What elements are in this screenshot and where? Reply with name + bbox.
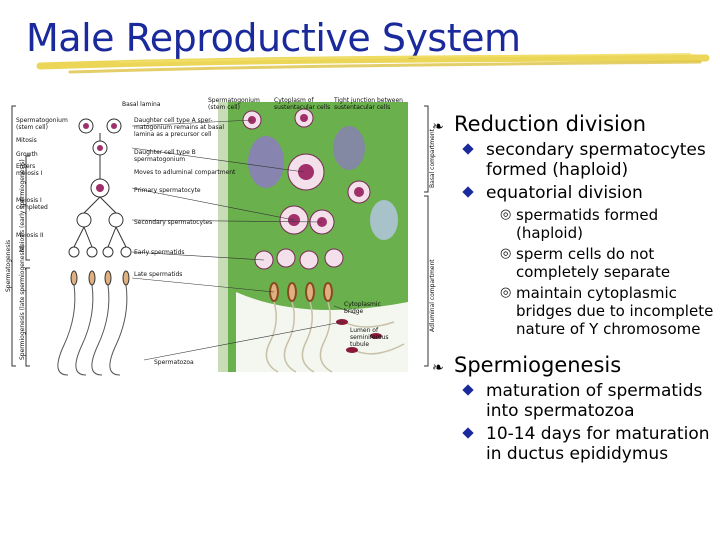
diamond-bullet-icon bbox=[462, 143, 473, 154]
svg-text:tubule: tubule bbox=[350, 341, 369, 348]
bullet-text: Reduction division bbox=[454, 112, 646, 136]
svg-text:(stem cell): (stem cell) bbox=[16, 124, 48, 131]
bullet-text: Spermiogenesis bbox=[454, 353, 621, 377]
sub-bullet: equatorial division bbox=[430, 183, 720, 203]
svg-text:Primary spermatocyte: Primary spermatocyte bbox=[134, 187, 201, 194]
sub-bullet-text: equatorial division bbox=[486, 183, 643, 203]
sub-bullet-text: 10-14 days for maturation in ductus epid… bbox=[486, 424, 710, 464]
svg-text:Cytoplasm of: Cytoplasm of bbox=[274, 97, 314, 104]
sub-sub-bullet: ◎ spermatids formed (haploid) bbox=[430, 206, 720, 242]
svg-text:Spermatogenesis: Spermatogenesis bbox=[5, 240, 12, 292]
svg-text:sustentacular cells: sustentacular cells bbox=[334, 104, 390, 111]
svg-text:sustentacular cells: sustentacular cells bbox=[274, 104, 330, 111]
svg-text:Late spermatids: Late spermatids bbox=[134, 271, 182, 278]
sub-sub-bullet-text: maintain cytoplasmic bridges due to inco… bbox=[516, 284, 713, 338]
sub-bullet-text: secondary spermatocytes formed (haploid) bbox=[486, 140, 706, 180]
svg-text:spermatogonium: spermatogonium bbox=[134, 156, 185, 163]
svg-text:Growth: Growth bbox=[16, 151, 38, 158]
svg-text:Secondary spermatocytes: Secondary spermatocytes bbox=[134, 219, 212, 226]
sub-bullet: maturation of spermatids into spermatozo… bbox=[430, 381, 720, 421]
svg-text:Spermiogenesis (late spermioge: Spermiogenesis (late spermiogenesis) bbox=[19, 245, 26, 360]
svg-text:Moves to adluminal compartment: Moves to adluminal compartment bbox=[134, 169, 236, 176]
svg-text:seminiferous: seminiferous bbox=[350, 334, 389, 341]
svg-text:(stem cell): (stem cell) bbox=[208, 104, 240, 111]
target-bullet-icon: ◎ bbox=[500, 206, 511, 224]
svg-text:bridge: bridge bbox=[344, 308, 364, 315]
svg-text:Basal lamina: Basal lamina bbox=[122, 101, 161, 108]
sub-sub-bullet: ◎ maintain cytoplasmic bridges due to in… bbox=[430, 284, 720, 338]
diamond-bullet-icon bbox=[462, 427, 473, 438]
sub-sub-bullet-text: spermatids formed (haploid) bbox=[516, 206, 658, 242]
diamond-bullet-icon bbox=[462, 384, 473, 395]
script-bullet-icon: ❧ bbox=[432, 356, 444, 380]
svg-text:Spermatogonium: Spermatogonium bbox=[16, 117, 68, 124]
sub-bullet: 10-14 days for maturation in ductus epid… bbox=[430, 424, 720, 464]
bullet-list: ❧ Reduction division secondary spermatoc… bbox=[430, 112, 720, 467]
svg-text:Daughter cell type A sper-: Daughter cell type A sper- bbox=[134, 117, 213, 124]
slide-title: Male Reproductive System bbox=[26, 16, 521, 60]
svg-text:Spermatozoa: Spermatozoa bbox=[154, 359, 194, 366]
sub-bullet: secondary spermatocytes formed (haploid) bbox=[430, 140, 720, 180]
svg-text:Early spermatids: Early spermatids bbox=[134, 249, 185, 256]
svg-text:Mitosis: Mitosis bbox=[16, 137, 37, 144]
target-bullet-icon: ◎ bbox=[500, 245, 511, 263]
svg-text:lamina as a precursor cell: lamina as a precursor cell bbox=[134, 131, 212, 138]
bullet-reduction-division: ❧ Reduction division bbox=[430, 112, 720, 136]
svg-text:Meiosis (early spermiogenesis): Meiosis (early spermiogenesis) bbox=[19, 159, 26, 252]
script-bullet-icon: ❧ bbox=[432, 115, 444, 139]
diamond-bullet-icon bbox=[462, 186, 473, 197]
svg-text:Daughter cell type B: Daughter cell type B bbox=[134, 149, 196, 156]
svg-text:Lumen of: Lumen of bbox=[350, 327, 379, 334]
svg-text:Cytoplasmic: Cytoplasmic bbox=[344, 301, 381, 308]
target-bullet-icon: ◎ bbox=[500, 284, 511, 302]
sub-sub-bullet-text: sperm cells do not completely separate bbox=[516, 245, 670, 281]
bullet-spermiogenesis: ❧ Spermiogenesis bbox=[430, 353, 720, 377]
svg-text:matogonium remains at basal: matogonium remains at basal bbox=[134, 124, 224, 131]
sub-sub-bullet: ◎ sperm cells do not completely separate bbox=[430, 245, 720, 281]
svg-text:Tight junction between: Tight junction between bbox=[333, 97, 403, 104]
spermatogenesis-diagram: Spermatogonium(stem cell) MitosisGrowth … bbox=[4, 92, 436, 384]
sub-bullet-text: maturation of spermatids into spermatozo… bbox=[486, 381, 702, 421]
svg-text:Spermatogonium: Spermatogonium bbox=[208, 97, 260, 104]
